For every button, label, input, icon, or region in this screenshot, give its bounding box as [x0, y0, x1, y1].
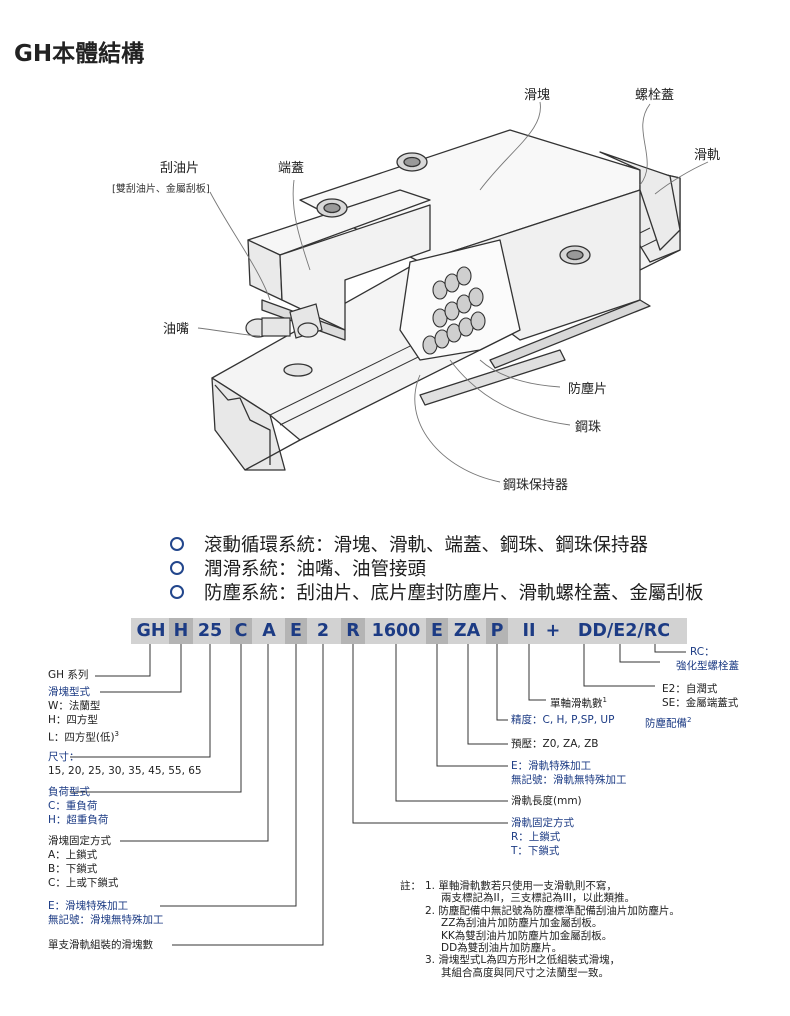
label-block-type-h: H：四方型	[48, 714, 98, 726]
label-e2: E2：自潤式	[662, 683, 718, 695]
callout-bolt-cap: 螺栓蓋	[635, 88, 675, 103]
code-a: A	[262, 621, 276, 641]
note-line: 兩支標記為II，三支標記為III，以此類推。	[441, 892, 635, 905]
label-mount-title: 滑塊固定方式	[48, 835, 111, 847]
code-box-c	[230, 618, 252, 644]
label-rc-desc: 強化型螺栓蓋	[676, 660, 739, 672]
label-mount-c: C：上或下鎖式	[48, 877, 119, 889]
label-rail-mount-title: 滑軌固定方式	[511, 817, 574, 829]
end-cap-side	[279, 204, 431, 331]
code-1600: 1600	[371, 621, 421, 641]
bullet-text: 潤滑系統：油嘴、油管接頭	[204, 559, 427, 580]
rail-side	[211, 377, 286, 471]
notes-prefix: 註：	[400, 880, 421, 892]
code-box-r	[341, 618, 365, 644]
note-line: DD為雙刮油片加防塵片。	[441, 942, 563, 955]
label-special-none: 無記號：滑塊無特殊加工	[48, 914, 164, 926]
callout-scraper: 刮油片	[160, 161, 200, 176]
label-precision: 精度：C, H, P,SP, UP	[511, 714, 615, 726]
bullet-lubrication-system: 潤滑系統：油嘴、油管接頭	[170, 555, 426, 581]
label-dust: 防塵配備2	[645, 716, 692, 730]
code-box-h	[169, 618, 193, 644]
callout-scraper-note: [雙刮油片、金屬刮板]	[112, 184, 210, 195]
note-line: 2. 防塵配備中無記號為防塵標準配備刮油片加防塵片。	[425, 904, 680, 917]
block-right-edge	[599, 151, 681, 251]
rail-bolt-hole	[283, 363, 313, 377]
label-load-title: 負荷型式	[48, 786, 90, 798]
steel-balls	[422, 266, 486, 355]
code-r: R	[346, 621, 360, 641]
label-size-title: 尺寸：	[48, 751, 80, 763]
callout-rail: 滑軌	[694, 148, 721, 163]
notes-block: 1. 單軸滑軌數若只使用一支滑軌則不寫， 兩支標記為II，三支標記為III，以此…	[425, 880, 680, 979]
label-rails-count: 單軸滑軌數1	[550, 696, 607, 710]
code-options: DD/E2/RC	[577, 621, 671, 641]
bullet-text: 防塵系統：刮油片、底片塵封防塵片、滑軌螺栓蓋、金屬刮板	[204, 583, 704, 604]
bullet-dust-system: 防塵系統：刮油片、底片塵封防塵片、滑軌螺栓蓋、金屬刮板	[170, 579, 704, 605]
note-line: 1. 單軸滑軌數若只使用一支滑軌則不寫，	[425, 880, 617, 892]
bullet-circle-icon	[170, 561, 184, 575]
callout-block: 滑塊	[524, 88, 551, 103]
code-za: ZA	[453, 621, 481, 641]
label-rail-mount-t: T：下鎖式	[511, 845, 560, 857]
code-gh: GH	[136, 621, 166, 641]
code-e: E	[290, 621, 302, 641]
label-mount-a: A：上鎖式	[48, 849, 98, 861]
bullet-text: 滾動循環系統：滑塊、滑軌、端蓋、鋼珠、鋼珠保持器	[204, 535, 649, 556]
note-line: ZZ為刮油片加防塵片加金屬刮板。	[441, 917, 603, 930]
model-code: GH H 25 C A E 2 R 1600 E ZA P II + DD/E2…	[0, 618, 790, 644]
code-box-e	[285, 618, 307, 644]
model-code-bar	[131, 618, 687, 644]
label-load-h: H：超重負荷	[48, 814, 109, 826]
bullet-circle-icon	[170, 537, 184, 551]
linear-guide-illustration	[197, 101, 709, 483]
label-mount-b: B：下鎖式	[48, 863, 98, 875]
label-special-e: E：滑塊特殊加工	[48, 900, 129, 912]
callout-end-cap: 端蓋	[278, 161, 305, 176]
bullet-rolling-system: 滾動循環系統：滑塊、滑軌、端蓋、鋼珠、鋼珠保持器	[170, 531, 648, 557]
label-block-type-w: W：法蘭型	[48, 700, 101, 712]
label-blocks-per-rail: 單支滑軌組裝的滑塊數	[48, 939, 153, 951]
label-rail-special-none: 無記號：滑軌無特殊加工	[511, 774, 627, 786]
label-block-type-l: L：四方型(低)3	[48, 730, 120, 744]
label-rail-length: 滑軌長度(mm)	[511, 795, 582, 807]
label-size-values: 15, 20, 25, 30, 35, 45, 55, 65	[48, 765, 202, 777]
label-se: SE：金屬端蓋式	[662, 697, 739, 709]
label-block-type-title: 滑塊型式	[48, 686, 90, 698]
code-h: H	[173, 621, 189, 641]
code-e2: E	[431, 621, 443, 641]
label-preload: 預壓：Z0, ZA, ZB	[511, 738, 599, 750]
code-box-p	[486, 618, 508, 644]
label-rail-mount-r: R：上鎖式	[511, 831, 561, 843]
code-2: 2	[316, 621, 330, 641]
code-ii: II	[522, 621, 536, 641]
note-line: 其組合高度與同尺寸之法蘭型一致。	[441, 966, 609, 979]
note-line: KK為雙刮油片加防塵片加金屬刮板。	[441, 929, 613, 942]
note-line: 3. 滑塊型式L為四方形H之低組裝式滑塊，	[425, 954, 621, 967]
grease-nipple	[245, 303, 323, 339]
code-25: 25	[197, 621, 223, 641]
label-rail-special-e: E：滑軌特殊加工	[511, 760, 592, 772]
label-load-c: C：重負荷	[48, 800, 98, 812]
code-plus: +	[545, 621, 561, 641]
retainer-bar	[419, 349, 566, 406]
callout-retainer: 鋼珠保持器	[503, 478, 569, 493]
code-box-e2	[426, 618, 448, 644]
page-title: GH本體結構	[14, 41, 145, 67]
code-c: C	[234, 621, 248, 641]
label-rc-title: RC：	[690, 646, 715, 658]
seal-strip	[489, 299, 651, 369]
code-p: P	[490, 621, 504, 641]
label-series: GH 系列	[48, 669, 89, 681]
callout-grease-nipple: 油嘴	[163, 322, 190, 337]
code-connector-lines	[70, 644, 686, 946]
callout-balls: 鋼珠	[575, 420, 602, 435]
callout-bottom-seal: 防塵片	[568, 382, 608, 397]
bullet-circle-icon	[170, 585, 184, 599]
